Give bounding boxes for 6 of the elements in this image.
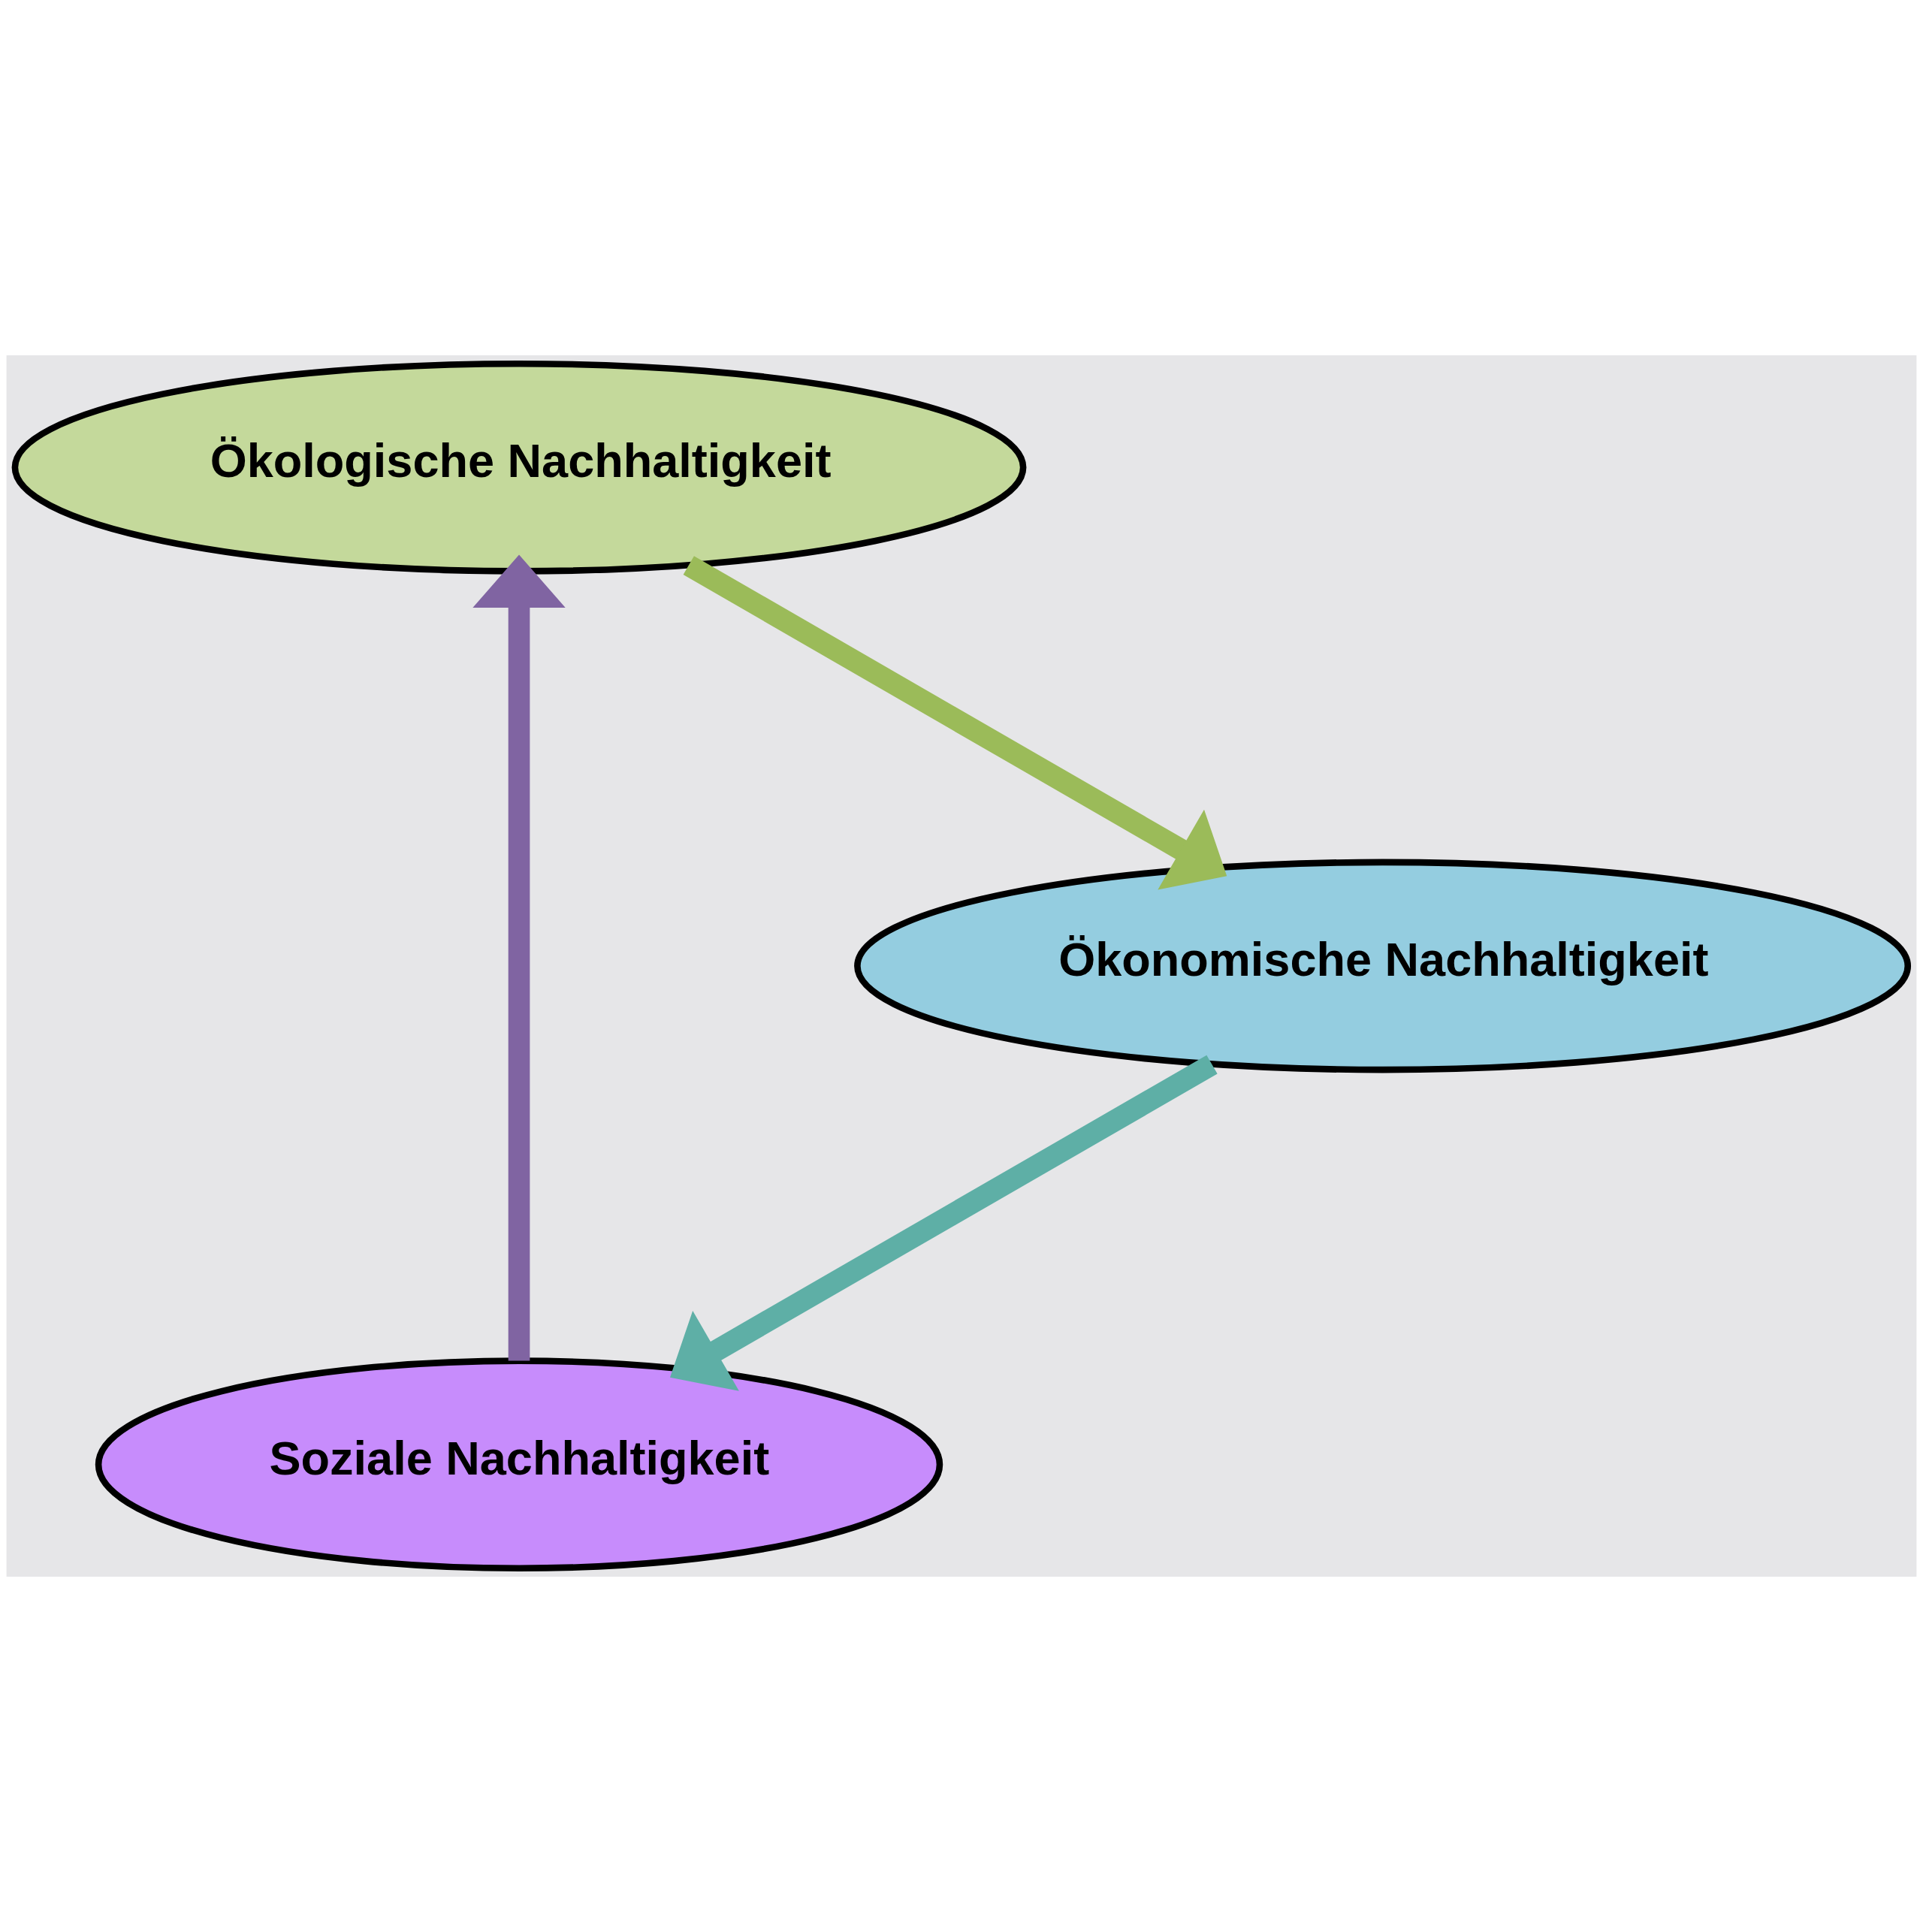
node-ellipse: Ökonomische Nachhaltigkeit bbox=[854, 859, 1912, 1073]
arrow bbox=[670, 1055, 1218, 1391]
arrow bbox=[683, 556, 1227, 890]
arrow bbox=[472, 554, 566, 1361]
node-ellipse: Ökologische Nachhaltigkeit bbox=[11, 360, 1027, 575]
node-ellipse: Soziale Nachhaltigkeit bbox=[95, 1357, 943, 1572]
